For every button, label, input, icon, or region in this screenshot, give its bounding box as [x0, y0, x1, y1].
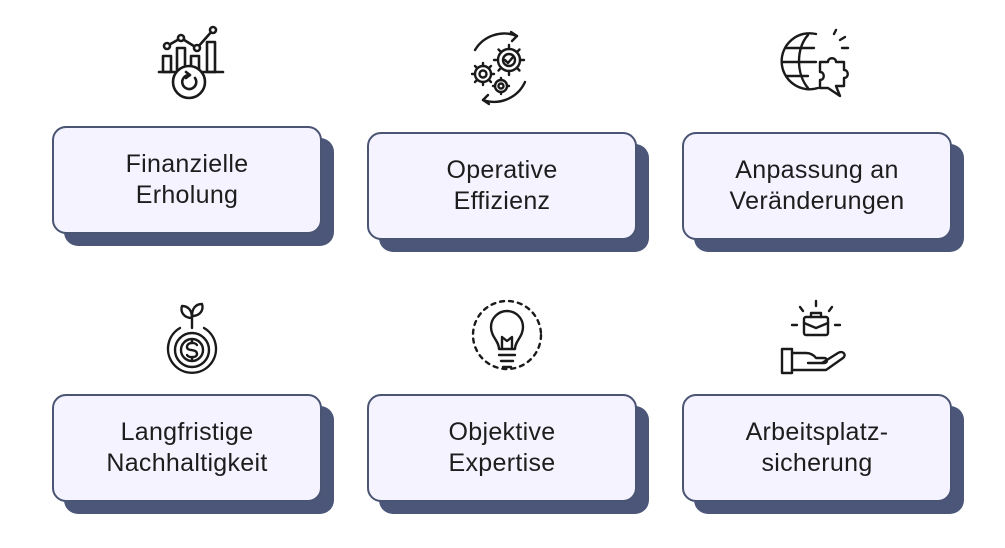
gears-cycle-icon [459, 28, 539, 108]
card-label-line-1: Arbeitsplatz- [745, 418, 889, 446]
lightbulb-icon [467, 297, 547, 377]
card-label-line-2: Veränderungen [729, 187, 905, 215]
benefit-card-operational-efficiency: Operative Effizienz [367, 132, 637, 240]
card-label-line-2: Nachhaltigkeit [106, 449, 268, 477]
card-label-line-1: Anpassung an [735, 156, 899, 184]
globe-puzzle-chat-icon [778, 26, 858, 106]
card-label-line-2: Erholung [135, 181, 239, 209]
card-label-line-2: Effizienz [453, 187, 551, 215]
sprouting-coin-icon [152, 300, 232, 380]
benefit-card-financial-recovery: Finanzielle Erholung [52, 126, 322, 234]
card-label-line-2: Expertise [448, 449, 556, 477]
financial-recovery-chart-icon [155, 22, 235, 102]
benefit-card-sustainability: Langfristige Nachhaltigkeit [52, 394, 322, 502]
benefit-card-expertise: Objektive Expertise [367, 394, 637, 502]
benefit-card-adaptation: Anpassung an Veränderungen [682, 132, 952, 240]
card-label-line-1: Langfristige [120, 418, 254, 446]
card-label-line-2: sicherung [761, 449, 873, 477]
hand-briefcase-icon [776, 297, 856, 377]
card-label-line-1: Finanzielle [125, 150, 249, 178]
card-label-line-1: Objektive [448, 418, 556, 446]
benefit-card-job-security: Arbeitsplatz- sicherung [682, 394, 952, 502]
card-label-line-1: Operative [446, 156, 558, 184]
